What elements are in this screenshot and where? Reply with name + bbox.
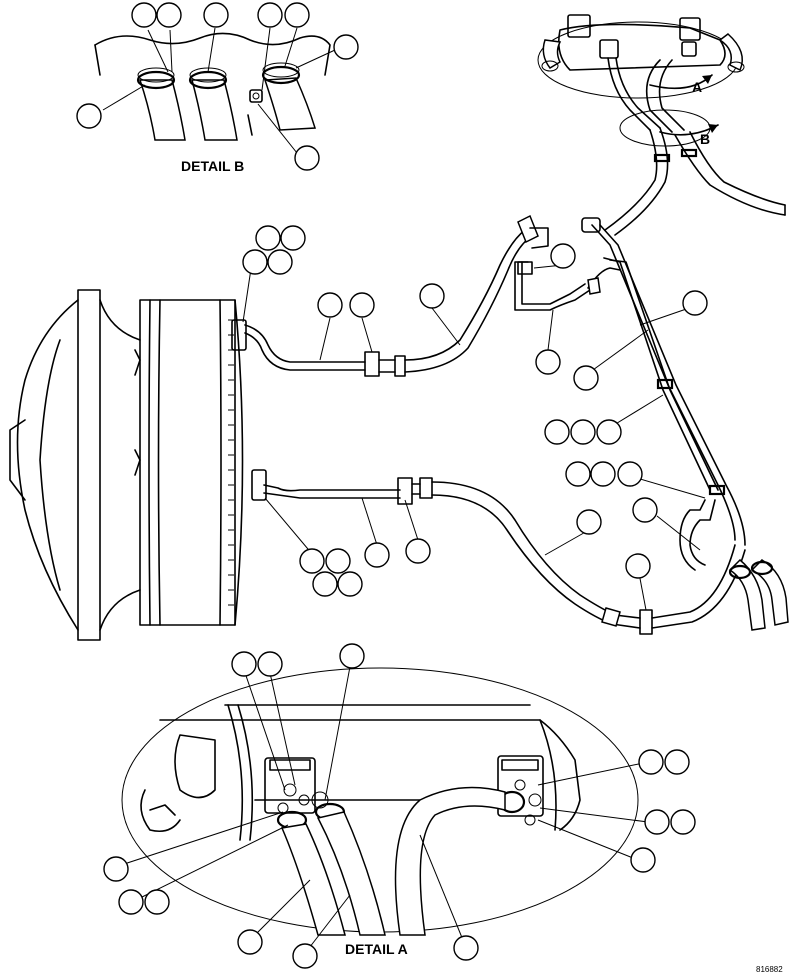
callout-balloon bbox=[333, 34, 359, 60]
callout-balloon bbox=[284, 2, 310, 28]
callout-balloon bbox=[632, 497, 658, 523]
callout-balloon bbox=[231, 651, 257, 677]
callout-balloon bbox=[364, 542, 390, 568]
callout-balloon bbox=[565, 461, 591, 487]
main-callouts bbox=[242, 225, 708, 597]
callout-balloon bbox=[550, 243, 576, 269]
drawing-number: 816882 bbox=[756, 965, 783, 974]
callout-balloon bbox=[573, 365, 599, 391]
callout-balloon bbox=[257, 2, 283, 28]
callout-balloon bbox=[337, 571, 363, 597]
callout-balloon bbox=[156, 2, 182, 28]
cross-tube bbox=[514, 261, 621, 311]
callout-balloon bbox=[670, 809, 696, 835]
detail-a: DETAIL A bbox=[103, 643, 696, 969]
callout-balloon bbox=[144, 889, 170, 915]
lower-line bbox=[263, 477, 746, 635]
lower-right-hoses bbox=[728, 558, 789, 631]
callout-balloon bbox=[570, 419, 596, 445]
callout-balloon bbox=[255, 225, 281, 251]
callout-balloon bbox=[405, 538, 431, 564]
callout-balloon bbox=[596, 419, 622, 445]
callout-balloon bbox=[576, 509, 602, 535]
callout-balloon bbox=[299, 548, 325, 574]
callout-balloon bbox=[325, 548, 351, 574]
callout-balloon bbox=[535, 349, 561, 375]
callout-balloon bbox=[617, 461, 643, 487]
callout-balloon bbox=[103, 856, 129, 882]
callout-balloon bbox=[292, 943, 318, 969]
callout-balloon bbox=[544, 419, 570, 445]
callout-balloon bbox=[419, 283, 445, 309]
callout-balloon bbox=[453, 935, 479, 961]
callout-balloon bbox=[644, 809, 670, 835]
callout-balloon bbox=[339, 643, 365, 669]
callout-balloon bbox=[682, 290, 708, 316]
callout-balloon bbox=[267, 249, 293, 275]
callout-balloon bbox=[118, 889, 144, 915]
callout-balloon bbox=[76, 103, 102, 129]
callout-balloon bbox=[312, 571, 338, 597]
callout-balloon bbox=[590, 461, 616, 487]
view-a-label: A bbox=[692, 79, 702, 95]
ring-gear-teeth bbox=[228, 319, 234, 606]
callout-balloon bbox=[317, 292, 343, 318]
pump-assembly: A B bbox=[537, 14, 786, 236]
callout-balloon bbox=[638, 749, 664, 775]
callout-balloon bbox=[630, 847, 656, 873]
callout-balloon bbox=[349, 292, 375, 318]
callout-balloon bbox=[131, 2, 157, 28]
view-b-label: B bbox=[700, 131, 710, 147]
callout-balloon bbox=[280, 225, 306, 251]
callout-balloon bbox=[257, 651, 283, 677]
callout-balloon bbox=[203, 2, 229, 28]
callout-balloon bbox=[242, 249, 268, 275]
diagonal-tubes bbox=[581, 217, 746, 571]
detail-a-caption: DETAIL A bbox=[345, 941, 408, 957]
callout-balloon bbox=[237, 929, 263, 955]
main-leaders bbox=[242, 261, 706, 611]
callout-balloon bbox=[664, 749, 690, 775]
upper-line bbox=[244, 214, 549, 377]
detail-b-caption: DETAIL B bbox=[181, 158, 244, 174]
torque-converter bbox=[9, 289, 267, 641]
callout-balloon bbox=[625, 553, 651, 579]
detail-b: DETAIL B bbox=[76, 2, 359, 174]
callout-balloon bbox=[294, 145, 320, 171]
